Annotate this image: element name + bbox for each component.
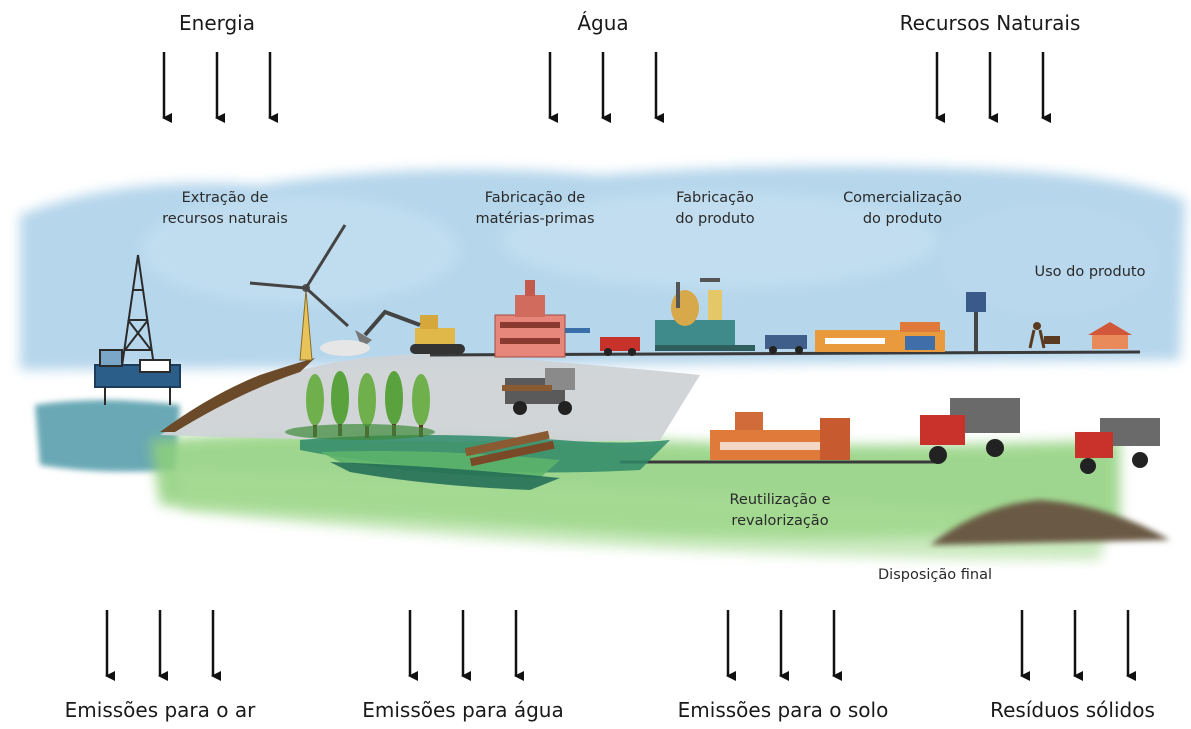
stage-reuse-label: Reutilização e revalorização (729, 492, 831, 529)
poplar-trees (285, 371, 435, 440)
input-energy-label: Energia (179, 11, 255, 35)
output-air-emissions-label: Emissões para o ar (64, 698, 256, 722)
house (1088, 322, 1132, 349)
product-factory (655, 278, 755, 351)
landfill-mound (930, 500, 1170, 545)
log-truck (502, 368, 575, 415)
raw-material-factory (494, 280, 590, 358)
sign-post (966, 292, 986, 352)
stage-product-manufacturing-label: Fabricação do produto (675, 190, 755, 227)
store-building (815, 322, 945, 352)
big-red-truck-2 (1075, 418, 1160, 474)
small-truck-2 (765, 335, 807, 354)
stage-final-disposal-label: Disposição final (878, 567, 992, 583)
wind-turbine (249, 224, 350, 361)
output-arrows (105, 610, 1136, 681)
input-natural-resources-label: Recursos Naturais (899, 11, 1081, 35)
person-with-cart (1028, 322, 1060, 349)
excavator (320, 309, 465, 356)
big-red-truck-1 (920, 398, 1020, 464)
output-solid-waste-label: Resíduos sólidos (990, 698, 1155, 722)
input-water-label: Água (577, 11, 629, 35)
output-soil-emissions-label: Emissões para o solo (677, 698, 889, 722)
oil-rig (94, 254, 181, 405)
dirt-slope (160, 358, 315, 432)
small-truck-1 (600, 337, 640, 356)
log-pile (464, 430, 555, 467)
stage-raw-materials-label: Fabricação de matérias-primas (475, 190, 595, 227)
sky-wash (20, 166, 1185, 370)
sea (35, 400, 180, 472)
output-water-emissions-label: Emissões para água (362, 698, 564, 722)
stage-product-use-label: Uso do produto (1034, 264, 1146, 280)
stage-commercialization-label: Comercialização do produto (843, 190, 962, 227)
stage-extraction-label: Extração de recursos naturais (162, 190, 288, 227)
input-arrows (162, 52, 1051, 123)
reuse-factory (710, 412, 850, 460)
